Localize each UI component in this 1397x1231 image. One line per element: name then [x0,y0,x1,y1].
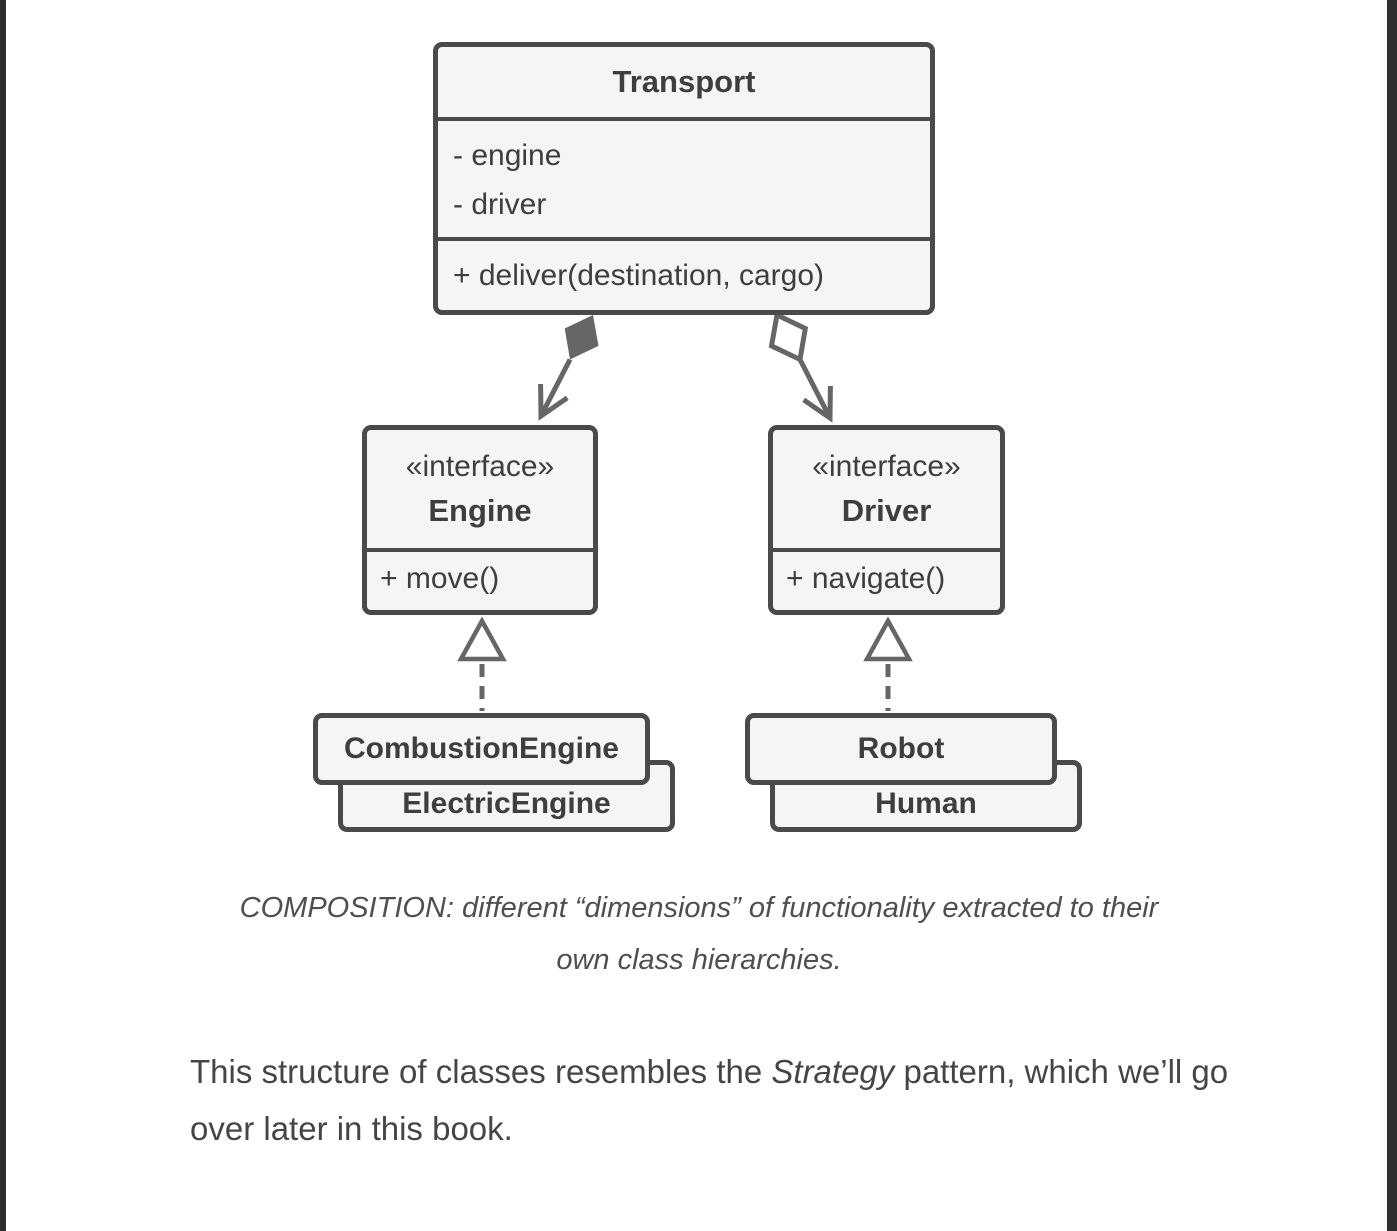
paragraph-emphasis-strategy: Strategy [771,1053,895,1090]
class-box-transport: Transport - engine - driver + deliver(de… [433,42,935,315]
figure-caption-line2: own class hierarchies. [556,944,842,976]
interface-box-driver: «interface» Driver + navigate() [768,425,1005,615]
interface-name-engine: Engine [428,492,532,528]
figure-caption-line1: COMPOSITION: different “dimensions” of f… [239,892,1159,924]
realization-arrow-right-icon [863,616,913,711]
paragraph-text-after: pattern, which we’ll go over later in th… [190,1053,1229,1147]
class-title-robot: Robot [857,732,945,765]
class-title-transport: Transport [612,64,756,99]
class-attributes-transport: - engine - driver [438,117,930,237]
method-navigate: + navigate() [786,562,946,595]
stereotype-label: «interface» [405,449,555,483]
interface-box-engine: «interface» Engine + move() [362,425,598,615]
class-box-robot: Robot [745,713,1057,785]
realization-arrow-left-icon [457,616,507,711]
class-title-human: Human [875,787,977,820]
right-edge-bar [1387,0,1397,1231]
interface-methods-driver: + navigate() [773,548,1000,606]
interface-head-engine: «interface» Engine [367,430,593,548]
method-deliver: + deliver(destination, cargo) [453,258,825,292]
class-title-electric-engine: ElectricEngine [402,787,611,820]
class-title-combustion-engine: CombustionEngine [344,732,619,765]
attribute-driver: - driver [453,188,547,221]
composition-arrow-icon [538,315,599,421]
interface-name-driver: Driver [841,492,932,528]
body-paragraph: This structure of classes resembles the … [190,1043,1230,1157]
aggregation-arrow-icon [768,311,833,423]
left-edge-bar [0,0,6,1231]
method-move: + move() [380,562,500,595]
figure-caption: COMPOSITION: different “dimensions” of f… [194,882,1204,986]
attribute-engine: - engine [453,139,562,172]
class-methods-transport: + deliver(destination, cargo) [438,237,930,310]
paragraph-text-before: This structure of classes resembles the [190,1053,772,1090]
class-box-combustion-engine: CombustionEngine [313,713,650,785]
stereotype-label: «interface» [812,449,961,483]
interface-methods-engine: + move() [367,548,593,606]
interface-head-driver: «interface» Driver [773,430,1000,548]
